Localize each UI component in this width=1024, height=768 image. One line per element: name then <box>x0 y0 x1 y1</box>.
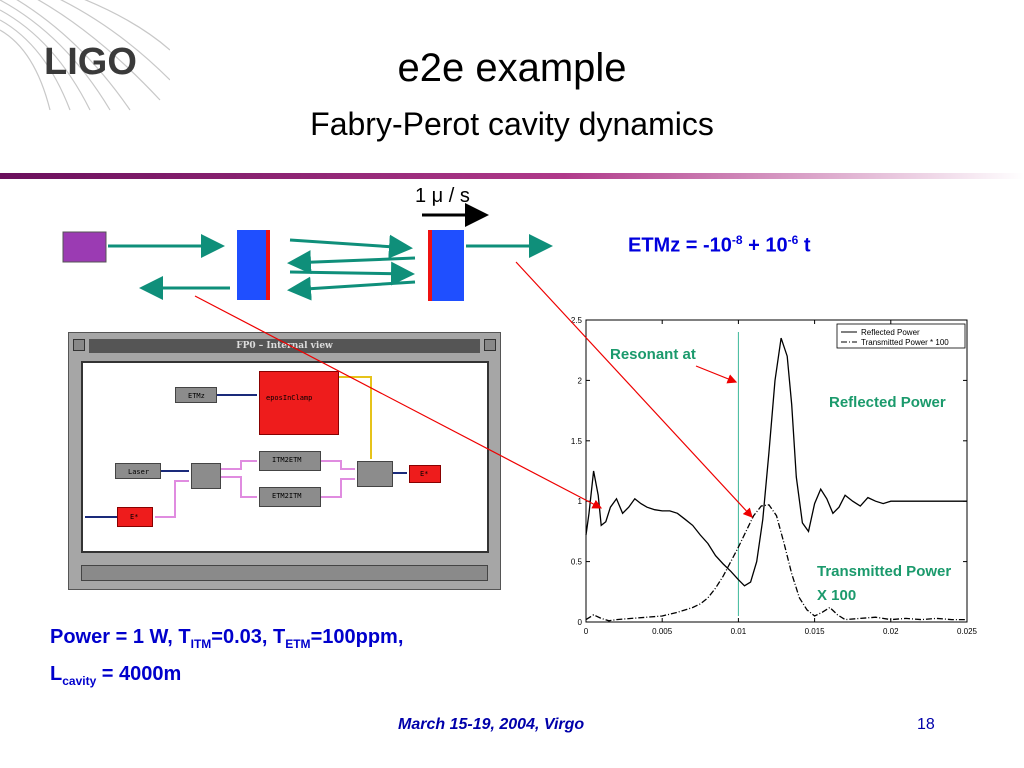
window-canvas: ETMz eposInClamp Laser ITM2ETM ETM2ITM E… <box>81 361 489 553</box>
etm-block[interactable] <box>357 461 393 487</box>
input-e-block[interactable]: E* <box>117 507 153 527</box>
etmz-equation: ETMz = -10-8 + 10-6 t <box>628 233 811 257</box>
transmitted-label-1: Transmitted Power <box>817 563 952 580</box>
x-tick-label: 0.02 <box>883 627 899 636</box>
window-title: FP0 – Internal view <box>89 339 480 353</box>
etm-mirror <box>432 230 464 301</box>
parameters-text: Power = 1 W, TITM=0.03, TETM=100ppm, Lca… <box>50 626 404 688</box>
speed-label: 1 μ / s <box>415 185 470 207</box>
laser-block[interactable]: Laser <box>115 463 161 479</box>
power-chart: 0 0.005 0.01 0.015 0.02 0.025 0 0.5 1 1.5 2 2.5Refl… <box>571 316 978 636</box>
window-close-button[interactable] <box>484 339 496 351</box>
x-tick-label: 0 <box>584 627 589 636</box>
e2e-window: FP0 – Internal view ETMz eposInClamp Las… <box>68 332 501 590</box>
itm2etm-block[interactable]: ITM2ETM <box>259 451 321 471</box>
block-wiring <box>85 376 407 518</box>
transmitted-label-2: X 100 <box>817 587 857 604</box>
logo-text: LIGO <box>44 41 137 83</box>
resonant-label: Resonant at <box>610 346 696 363</box>
legend-label-1: Transmitted Power * 100 <box>861 338 949 347</box>
input-coupler-block[interactable] <box>191 463 221 489</box>
y-tick-label: 2.5 <box>571 316 583 325</box>
etmz-block[interactable]: ETMz <box>175 387 217 403</box>
output-e-block[interactable]: E* <box>409 465 441 483</box>
cavity-diagram <box>62 203 553 301</box>
series-line-0 <box>585 337 967 587</box>
title-divider <box>0 173 1024 179</box>
x-tick-label: 0.01 <box>731 627 747 636</box>
window-menu-button[interactable] <box>73 339 85 351</box>
page-number: 18 <box>917 716 935 733</box>
legend-label-0: Reflected Power <box>861 328 920 337</box>
laser-source <box>62 231 107 263</box>
legend-box <box>836 323 966 349</box>
ligo-logo: LIGO <box>0 0 170 111</box>
x-tick-label: 0.005 <box>652 627 673 636</box>
epos-block[interactable]: eposInClamp <box>259 371 339 435</box>
window-scrollbar[interactable] <box>81 565 488 581</box>
y-tick-label: 0 <box>578 618 583 627</box>
itm-mirror <box>237 230 267 300</box>
footer-date: March 15-19, 2004, Virgo <box>398 716 585 733</box>
series-line-1 <box>585 504 967 622</box>
x-tick-label: 0.015 <box>805 627 826 636</box>
slide-title: e2e example <box>397 46 627 90</box>
reflected-label: Reflected Power <box>829 394 946 411</box>
etm2itm-block[interactable]: ETM2ITM <box>259 487 321 507</box>
y-tick-label: 0.5 <box>571 558 583 567</box>
x-tick-label: 0.025 <box>957 627 978 636</box>
slide-subtitle: Fabry-Perot cavity dynamics <box>310 106 714 142</box>
y-tick-label: 1.5 <box>571 437 583 446</box>
y-tick-label: 2 <box>578 376 583 385</box>
y-tick-label: 1 <box>578 497 583 506</box>
